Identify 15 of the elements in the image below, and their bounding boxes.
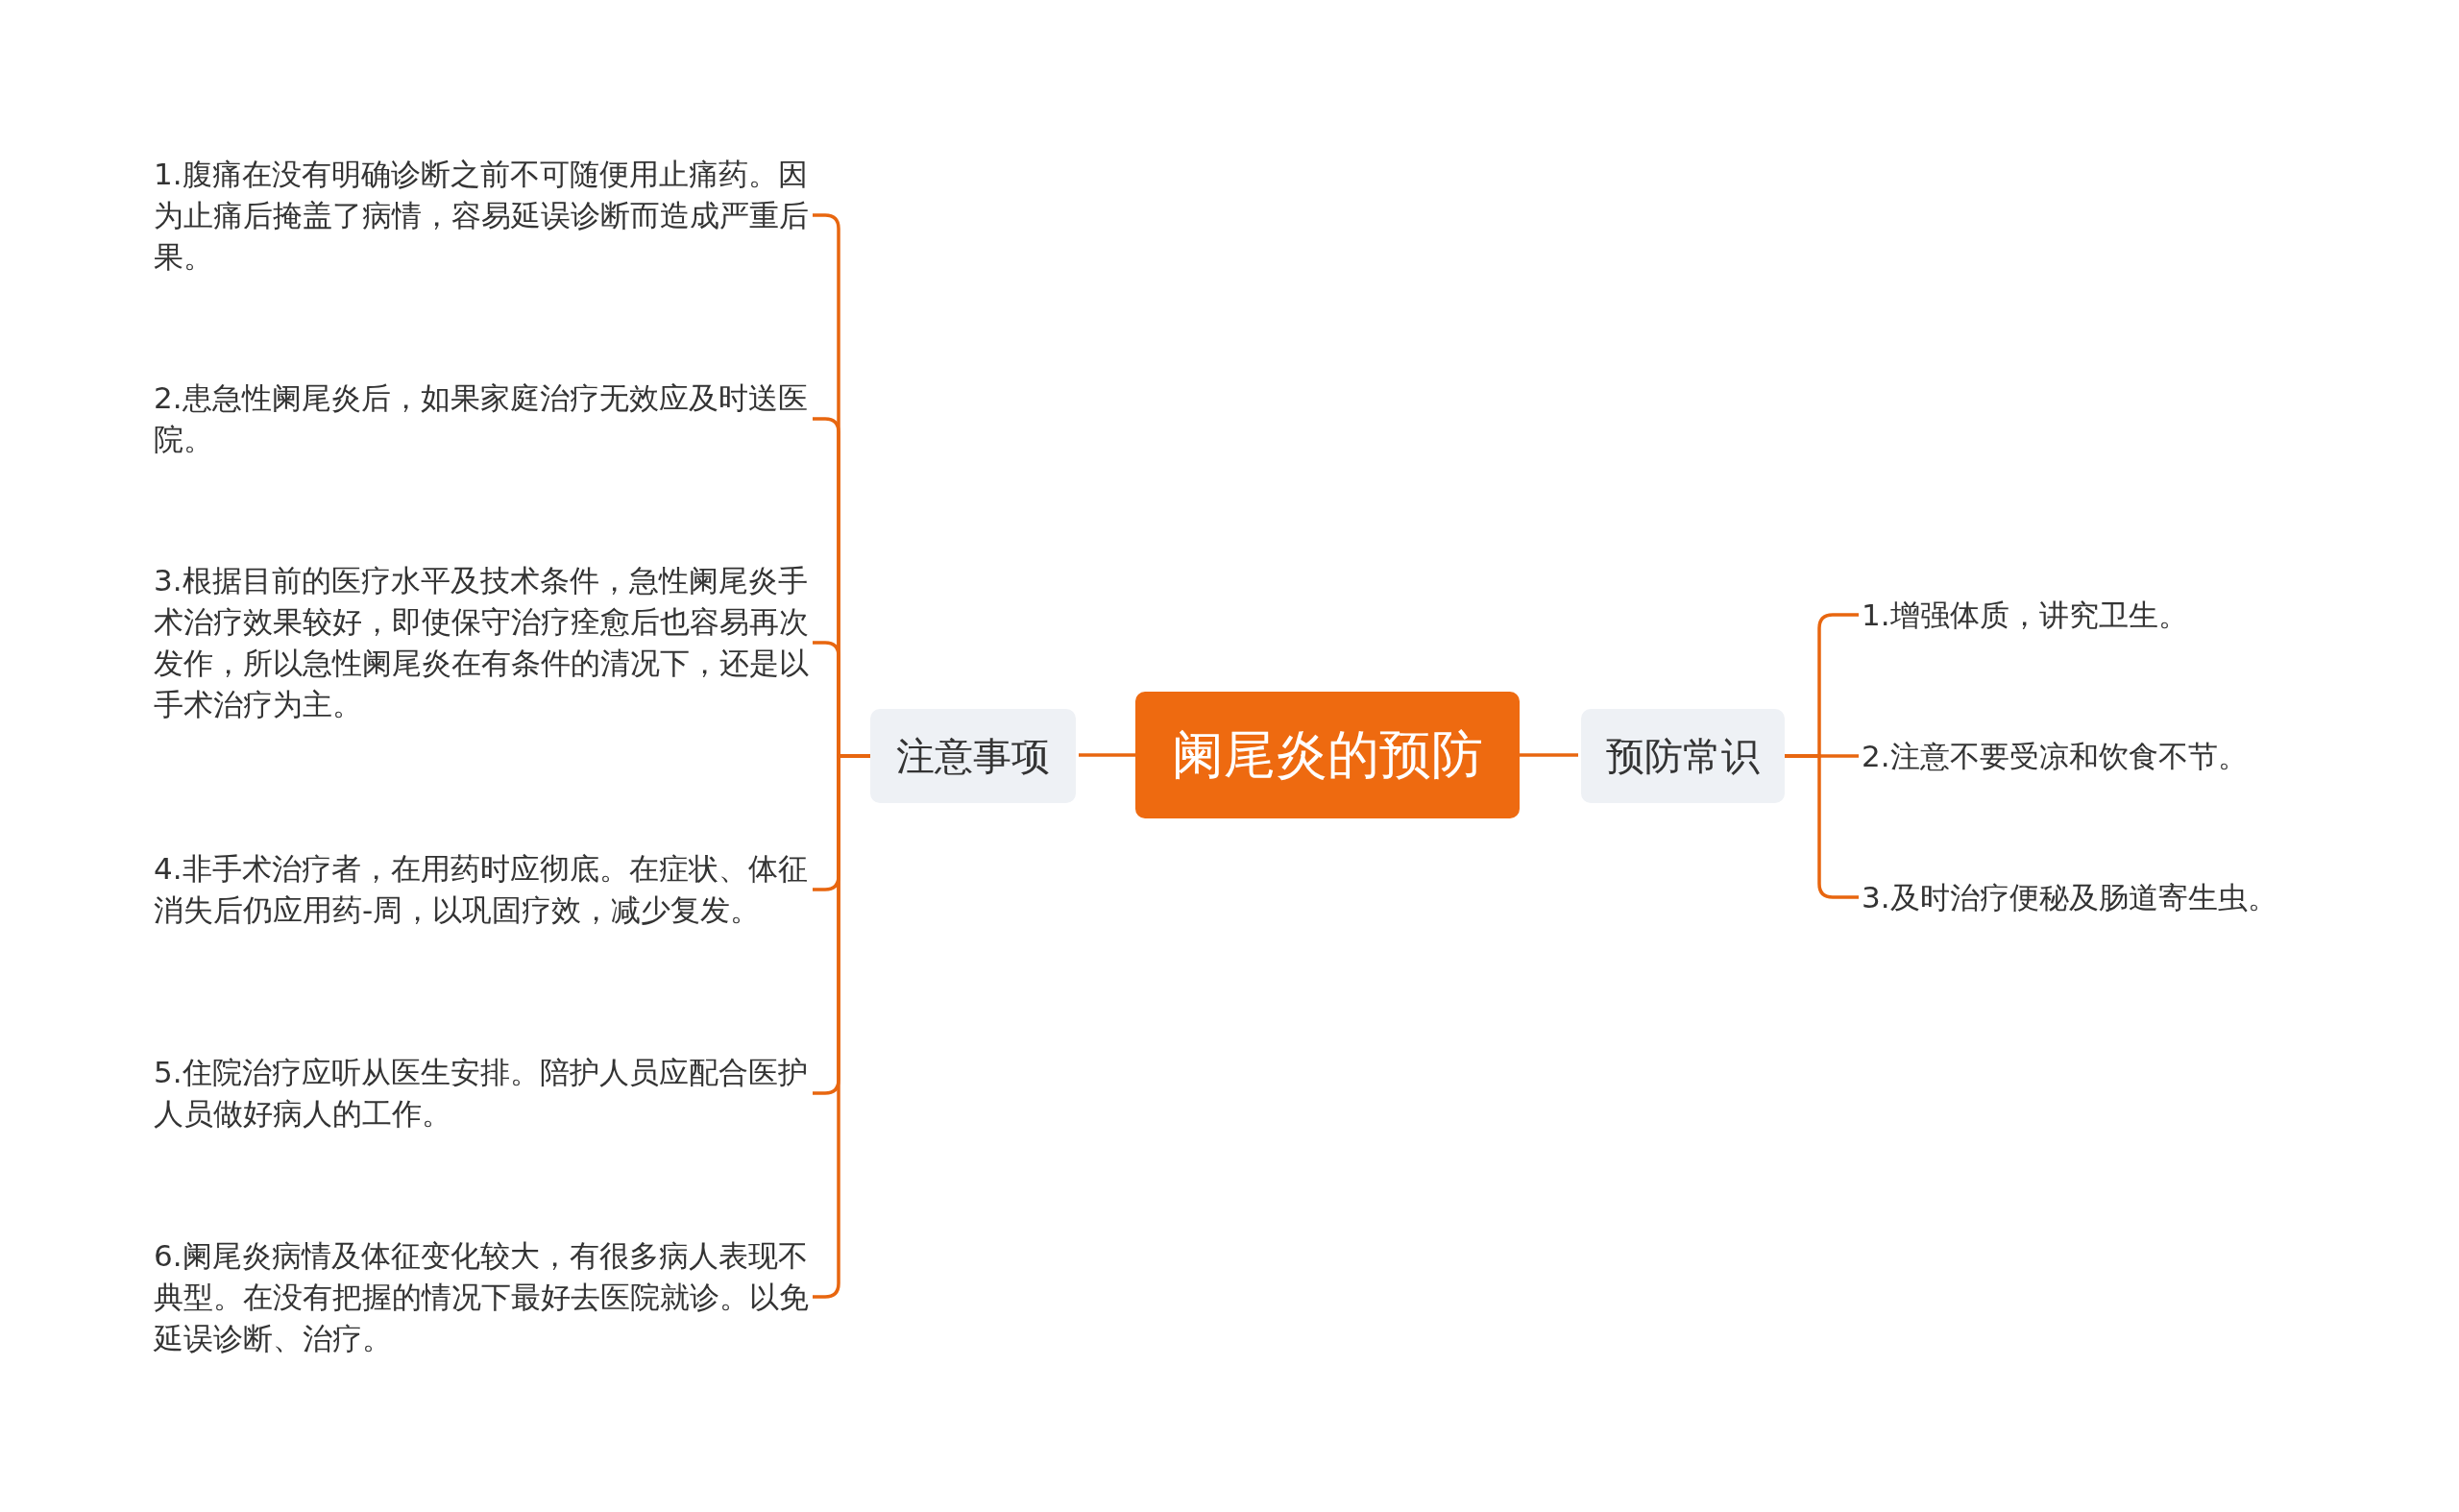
branch-text: 2.患急性阑尾炎后，如果家庭治疗无效应及时送医院。 [154, 378, 810, 460]
topic-box: 预防常识 [1581, 709, 1785, 803]
branch-text: 2.注意不要受凉和饮食不节。 [1862, 735, 2399, 777]
branch-text: 4.非手术治疗者，在用药时应彻底。在症状、体征消失后仍应用药-周，以巩固疗效，减少复发。 [154, 848, 810, 931]
branch-text: 3.及时治疗便秘及肠道寄生虫。 [1862, 876, 2399, 918]
branch-text: 1.增强体质，讲究卫生。 [1862, 594, 2399, 636]
branch-text: 3.根据目前的医疗水平及技术条件，急性阑尾炎手术治疗效果较好，即使保守治疗痊愈后也容易再次发作，所以急性阑尾炎在有条件的清况下，还是以手术治疗为主。 [154, 560, 810, 725]
branch-text: 5.住院治疗应听从医生安排。陪护人员应配合医护人员做好病人的工作。 [154, 1052, 810, 1134]
branch-text: 1.腹痛在没有明确诊断之前不可随便用止痛药。因为止痛后掩盖了病情，容易延误诊断而造成严重后果。 [154, 153, 810, 278]
connector-line [1785, 754, 1859, 899]
central-topic-box: 阑尾炎的预防 [1135, 692, 1520, 818]
branch-text: 6.阑尾炎病情及体征变化较大，有很多病人表现不典型。在没有把握的情况下最好去医院就诊。以免延误诊断、治疗。 [154, 1234, 810, 1359]
topic-box: 注意事项 [870, 709, 1076, 803]
connector-line [1079, 753, 1135, 757]
connector-line [1520, 753, 1578, 757]
